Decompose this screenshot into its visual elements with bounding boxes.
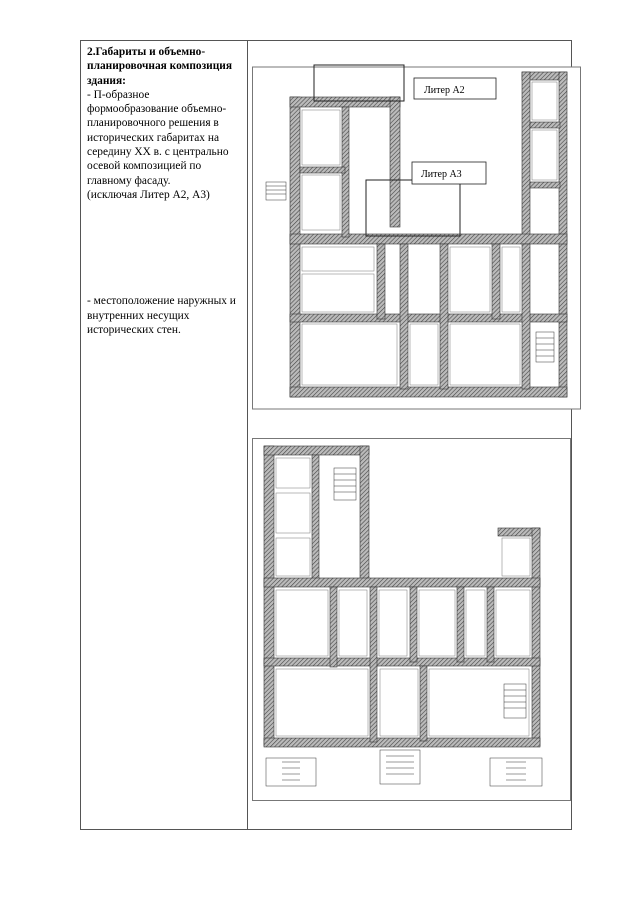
label-liter-a3: Литер А3 [421, 169, 462, 180]
floor-plan-bottom [252, 438, 574, 804]
section-heading: 2.Габариты и объемно-планировочная компо… [87, 46, 233, 87]
floor-plan-top: Литер А2 Литер А3 [252, 62, 582, 412]
floor-plan-top-drawing: Литер А2 Литер А3 [252, 64, 581, 410]
document-table: 2.Габариты и объемно-планировочная компо… [80, 40, 572, 830]
description-paragraph: - П-образное формообразование объемно-пл… [87, 88, 229, 187]
exclusion-note: (исключая Литер А2, А3) [87, 188, 210, 201]
floor-plan-bottom-drawing [252, 438, 571, 801]
label-liter-a2: Литер А2 [424, 85, 465, 96]
column-divider [247, 41, 248, 829]
description-column: 2.Габариты и объемно-планировочная компо… [87, 45, 243, 337]
walls-paragraph: - местоположение наружных и внутренних н… [87, 295, 236, 336]
